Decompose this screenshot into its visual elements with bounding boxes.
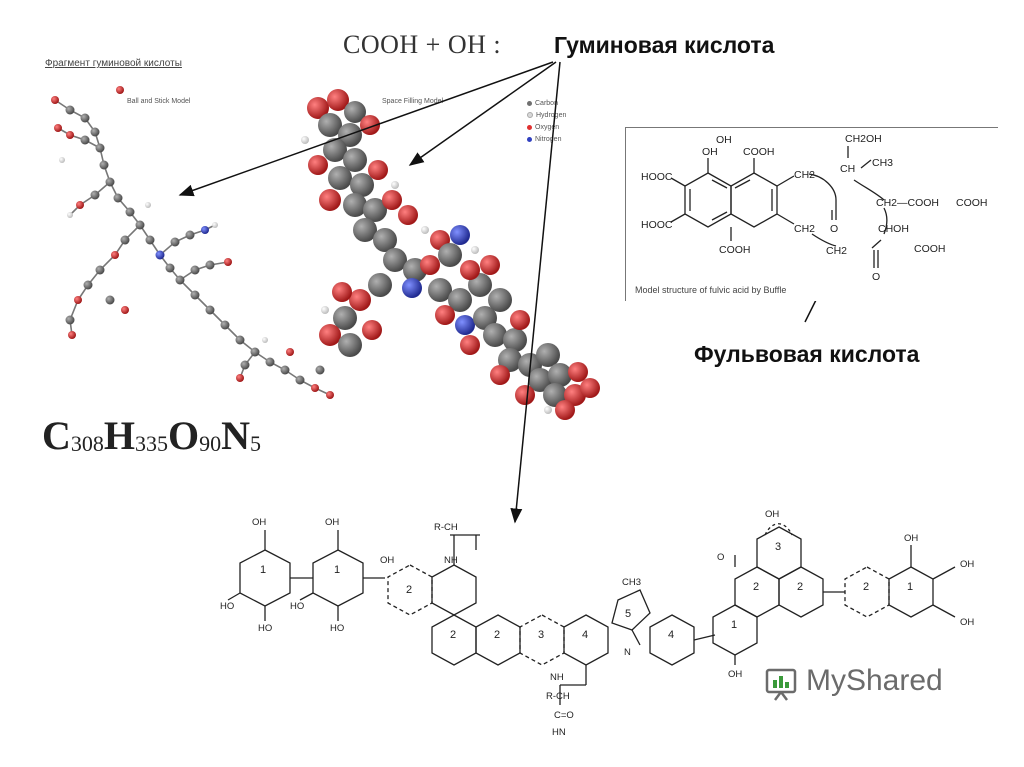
fragment-caption: Фрагмент гуминовой кислоты (45, 58, 182, 69)
ring-number: 2 (753, 581, 759, 593)
structure-group: OH (904, 533, 918, 544)
legend-label: Oxygen (535, 124, 560, 131)
element-o: O (168, 413, 200, 458)
carbon-dot-icon (527, 100, 532, 106)
fulvic-group-cooh2: COOH (914, 243, 946, 255)
fulvic-group-hooc2: HOOC (641, 219, 673, 231)
legend-label: Nitrogen (535, 136, 562, 143)
oxygen-dot-icon (527, 124, 532, 130)
fulvic-group-ch2b: CH2 (794, 223, 815, 235)
myshared-logo-icon (765, 668, 797, 701)
element-h: H (103, 413, 136, 458)
legend-label: Hydrogen (536, 112, 567, 119)
structure-group: OH (960, 559, 974, 570)
structure-group: OH (728, 669, 742, 680)
fulvic-group-cooh4: COOH (956, 197, 988, 209)
fulvic-group-hooc1: HOOC (641, 171, 673, 183)
fulvic-structure-diagram: OH COOH CH2OH HOOC CH2 CH CH3 CH2—COOH H… (641, 133, 988, 283)
fulvic-group-ch: CH (840, 163, 855, 175)
ring-number: 2 (406, 584, 412, 596)
count-n: 5 (250, 431, 262, 456)
structure-group: HO (290, 601, 304, 612)
legend-item-carbon: Carbon (527, 100, 558, 107)
ball-stick-atoms (51, 86, 334, 399)
structure-group: CH3 (622, 577, 641, 588)
fulvic-group-ch2oh: CH2OH (845, 133, 882, 145)
count-c: 308 (70, 431, 104, 456)
fulvic-group-oh2: OH (716, 134, 732, 146)
element-c: C (42, 413, 71, 458)
legend-item-hydrogen: Hydrogen (527, 112, 566, 119)
fulvic-group-ch2cooh: CH2—COOH (876, 197, 939, 209)
humic-acid-label: Гуминовая кислота (554, 32, 775, 58)
ring-number: 2 (863, 581, 869, 593)
ring-number: 1 (260, 564, 266, 576)
fulvic-group-ch2a: CH2 (794, 169, 815, 181)
reaction-formula: COOH + OH : (343, 30, 502, 59)
ring-number: 1 (334, 564, 340, 576)
count-o: 90 (199, 431, 222, 456)
ring-number: 1 (907, 581, 913, 593)
fulvic-group-oh1: OH (702, 146, 718, 158)
structure-group: R-CH (434, 522, 458, 533)
fulvic-group-o2: O (872, 271, 880, 283)
structure-group: R-CH (546, 691, 570, 702)
hydrogen-dot-icon (527, 112, 533, 119)
structure-group: C=O (554, 710, 574, 721)
watermark-text: MyShared (806, 664, 943, 697)
legend-label: Carbon (535, 100, 558, 107)
structure-group: OH (765, 509, 779, 520)
structure-group: HN (552, 727, 566, 738)
ring-number: 3 (538, 629, 544, 641)
structure-group: HO (258, 623, 272, 634)
ring-number: 3 (775, 541, 781, 553)
element-n: N (221, 413, 251, 458)
structure-group: OH (325, 517, 339, 528)
structure-group: OH (960, 617, 974, 628)
fulvic-group-ch2c: CH2 (826, 245, 847, 257)
count-h: 335 (135, 431, 169, 456)
structure-group: NH (550, 672, 564, 683)
ring-number: 4 (582, 629, 588, 641)
structure-group: OH (380, 555, 394, 566)
ring-number: 5 (625, 608, 631, 620)
fulvic-group-o1: O (830, 223, 838, 235)
fulvic-group-cooh3: COOH (719, 244, 751, 256)
fulvic-acid-label: Фульвовая кислота (694, 341, 920, 367)
humic-structure-diagram: 1 1 2 2 2 3 4 5 4 1 2 2 3 2 1 OH OH HO H… (220, 509, 974, 738)
molecular-formula: C308H335O90N5 (42, 412, 261, 459)
ring-number: 2 (450, 629, 456, 641)
fulvic-structure-panel: OH COOH CH2OH HOOC CH2 CH CH3 CH2—COOH H… (625, 127, 998, 301)
fulvic-group-choh: CHOH (878, 223, 909, 235)
space-filling-model (301, 89, 600, 420)
structure-group: O (717, 552, 724, 563)
structure-group: OH (252, 517, 266, 528)
structure-group: HO (220, 601, 234, 612)
structure-group: HO (330, 623, 344, 634)
ring-number: 2 (494, 629, 500, 641)
legend-item-oxygen: Oxygen (527, 124, 559, 131)
fulvic-group-cooh1: COOH (743, 146, 775, 158)
fulvic-group-ch3: CH3 (872, 157, 893, 169)
ring-number: 4 (668, 629, 674, 641)
ball-stick-caption: Ball and Stick Model (127, 98, 191, 105)
ring-number: 2 (797, 581, 803, 593)
nitrogen-dot-icon (527, 136, 532, 142)
space-filling-caption: Space Filling Model (382, 98, 444, 105)
ring-number: 1 (731, 619, 737, 631)
structure-group: N (624, 647, 631, 658)
legend-item-nitrogen: Nitrogen (527, 136, 561, 143)
fulvic-caption: Model structure of fulvic acid by Buffle (635, 285, 787, 295)
structure-group: NH (444, 555, 458, 566)
